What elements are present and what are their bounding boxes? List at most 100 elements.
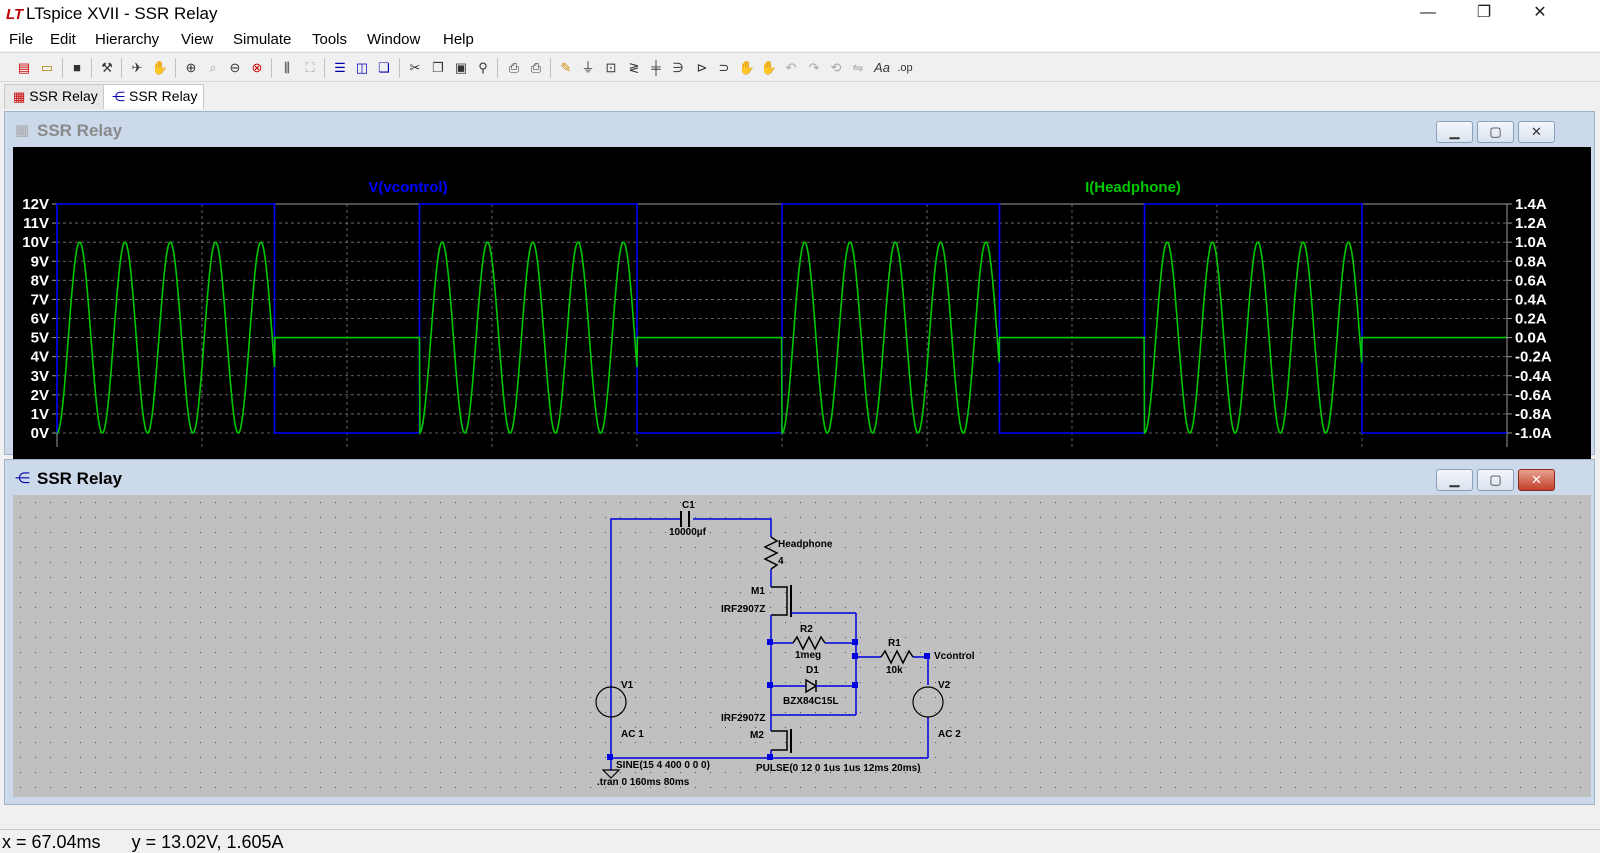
open-icon[interactable]: ▭ [40,60,54,75]
find-icon[interactable]: ⚲ [478,60,488,75]
waveform-minimize-button[interactable]: ▁ [1436,121,1473,143]
y-left-tick-label: 11V [23,215,49,232]
copy-icon[interactable]: ❐ [432,60,444,75]
cursor-x-readout: x = 67.04ms [2,832,101,852]
document-tabs: ▦SSR Relay ⋲SSR Relay [0,83,1600,109]
waveform-plot[interactable]: 0ms8ms16ms24ms32ms40ms48ms56ms64ms72ms80… [13,147,1591,484]
spice-directive-icon[interactable]: .op [897,62,913,74]
waveform-maximize-button[interactable]: ▢ [1477,121,1514,143]
svg-text:R1: R1 [888,638,901,649]
svg-text:BZX84C15L: BZX84C15L [783,696,839,707]
y-left-tick-label: 2V [31,387,49,404]
rotate-icon[interactable]: ⟲ [830,60,842,75]
move-icon[interactable]: ✋ [738,60,756,75]
y-left-tick-label: 4V [31,349,49,366]
schematic-minimize-button[interactable]: ▁ [1436,469,1473,491]
y-right-tick-label: 0.6A [1515,272,1547,289]
tile-vertical-icon[interactable]: ◫ [355,60,369,75]
schematic-window-title: SSR Relay [37,469,123,488]
svg-text:IRF2907Z: IRF2907Z [721,604,765,615]
resistor-icon[interactable]: ≷ [628,60,640,75]
svg-text:10000µf: 10000µf [669,527,707,538]
y-left-tick-label: 12V [22,196,49,213]
y-right-tick-label: -0.8A [1515,406,1552,423]
redo-icon[interactable]: ↷ [808,60,820,75]
close-button[interactable]: ✕ [1533,4,1547,21]
minimize-button[interactable]: — [1420,4,1436,21]
tile-horizontal-icon[interactable]: ☰ [334,60,346,75]
tab-waveform[interactable]: ▦SSR Relay [4,84,105,109]
svg-text:PULSE(0 12 0 1us 1us 12ms 20ms: PULSE(0 12 0 1us 1us 12ms 20ms) [756,763,921,774]
svg-text:V2: V2 [938,680,951,691]
svg-text:Vcontrol: Vcontrol [934,651,975,662]
y-right-tick-label: 0.4A [1515,291,1547,308]
cursor-y-readout: y = 13.02V, 1.605A [131,832,284,852]
control-panel-icon[interactable]: ⚒ [101,60,113,75]
drag-icon[interactable]: ✋ [760,60,778,75]
autorange-icon[interactable]: ⫼ [284,60,290,75]
print-icon[interactable]: ⎙ [530,60,542,75]
y-left-tick-label: 9V [31,253,49,270]
svg-text:AC 2: AC 2 [938,729,961,740]
y-right-tick-label: -0.2A [1515,349,1552,366]
component-icon[interactable]: ⊃ [718,60,730,75]
label-net-icon[interactable]: ⊡ [605,60,617,75]
svg-text:D1: D1 [806,665,819,676]
print-setup-icon[interactable]: ⎙ [508,60,520,75]
menu-help[interactable]: Help [443,31,474,48]
y-right-tick-label: 0.0A [1515,330,1547,347]
menu-bar: File Edit Hierarchy View Simulate Tools … [0,29,1600,51]
y-left-tick-label: 5V [31,330,49,347]
mirror-icon[interactable]: ⇋ [852,60,864,75]
y-right-tick-label: -1.0A [1515,425,1552,442]
new-schematic-icon[interactable]: ▤ [17,60,31,75]
trace-label-vcontrol: V(vcontrol) [368,179,447,196]
svg-text:1meg: 1meg [795,650,821,661]
zoom-in-icon[interactable]: ⊕ [185,60,197,75]
ground-icon[interactable]: ⏚ [581,60,595,75]
restore-button[interactable]: ❐ [1476,4,1492,21]
waveform-close-button[interactable]: ✕ [1518,121,1555,143]
tab-schematic[interactable]: ⋲SSR Relay [103,84,205,109]
cut-icon[interactable]: ✂ [409,60,421,75]
schematic-maximize-button[interactable]: ▢ [1477,469,1514,491]
save-icon[interactable]: ■ [73,60,81,75]
zoom-area-icon[interactable]: ⌕ [209,60,217,75]
paste-icon[interactable]: ▣ [454,60,468,75]
y-right-tick-label: -0.4A [1515,368,1552,385]
halt-icon[interactable]: ✋ [151,60,169,75]
menu-hierarchy[interactable]: Hierarchy [95,31,160,48]
svg-text:AC 1: AC 1 [621,729,644,740]
y-left-tick-label: 8V [31,272,49,289]
svg-text:M1: M1 [751,586,765,597]
text-icon[interactable]: Aa [874,60,890,75]
schematic-canvas[interactable]: C1 10000µf Headphone 4 M1 IRF2907Z R2 1m… [13,495,1591,797]
y-left-tick-label: 7V [31,291,49,308]
svg-text:.tran 0 160ms 80ms: .tran 0 160ms 80ms [597,777,690,788]
zoom-out-icon[interactable]: ⊖ [229,60,241,75]
schematic-close-button[interactable]: ✕ [1518,469,1555,491]
menu-view[interactable]: View [181,31,214,48]
menu-tools[interactable]: Tools [312,31,348,48]
undo-icon[interactable]: ↶ [785,60,797,75]
zoom-cancel-icon[interactable]: ⊗ [251,60,263,75]
waveform-window-title: SSR Relay [37,121,123,140]
wire-icon[interactable]: ✎ [560,60,572,75]
trace-headphone-current [56,241,1507,436]
y-right-tick-label: -0.6A [1515,387,1552,404]
title-bar: LT LTspice XVII - SSR Relay — ❐ ✕ [0,0,1600,29]
menu-file[interactable]: File [9,31,34,48]
menu-simulate[interactable]: Simulate [233,31,292,48]
menu-window[interactable]: Window [367,31,421,48]
y-left-tick-label: 10V [22,234,49,251]
capacitor-icon[interactable]: ╪ [651,60,661,75]
zoom-fit-icon[interactable]: ⛶ [305,60,315,75]
menu-edit[interactable]: Edit [50,31,76,48]
diode-icon[interactable]: ⊳ [696,60,708,75]
y-left-tick-label: -1V [26,444,49,447]
cascade-icon[interactable]: ❏ [378,60,390,75]
inductor-icon[interactable]: ∋ [672,60,684,75]
y-right-tick-label: 1.2A [1515,215,1547,232]
svg-text:V1: V1 [621,680,634,691]
run-icon[interactable]: ✈ [131,60,143,75]
